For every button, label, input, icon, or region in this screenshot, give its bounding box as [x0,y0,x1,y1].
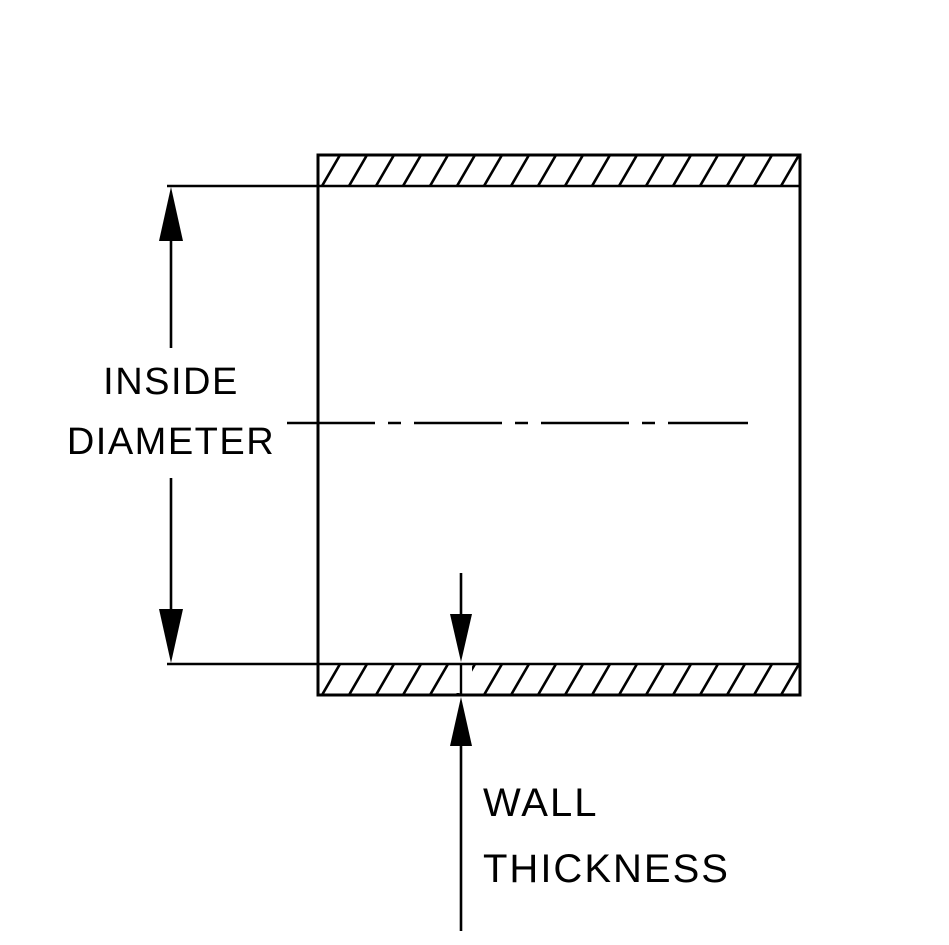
inside-diameter-label-line2: DIAMETER [66,421,276,463]
inside-diameter-arrow-down-icon [159,609,183,663]
wall-thickness-arrow-down-icon [450,614,472,662]
wall-thickness-arrow-up-icon [450,697,472,746]
wall-thickness-dimension [450,573,472,931]
wall-thickness-label: WALL THICKNESS [483,770,730,902]
inside-diameter-label-line1: INSIDE [103,361,239,403]
tube-outline [316,153,802,697]
inside-diameter-arrow-up-icon [159,187,183,241]
inside-diameter-label: INSIDE DIAMETER [67,352,275,472]
inside-diameter-dimension [159,187,183,663]
wall-thickness-label-line1: WALL [483,781,599,825]
bottom-wall-hatch [318,664,800,695]
tube-body [167,153,802,697]
wall-thickness-label-line2: THICKNESS [483,847,730,891]
top-wall-hatch [318,155,800,186]
